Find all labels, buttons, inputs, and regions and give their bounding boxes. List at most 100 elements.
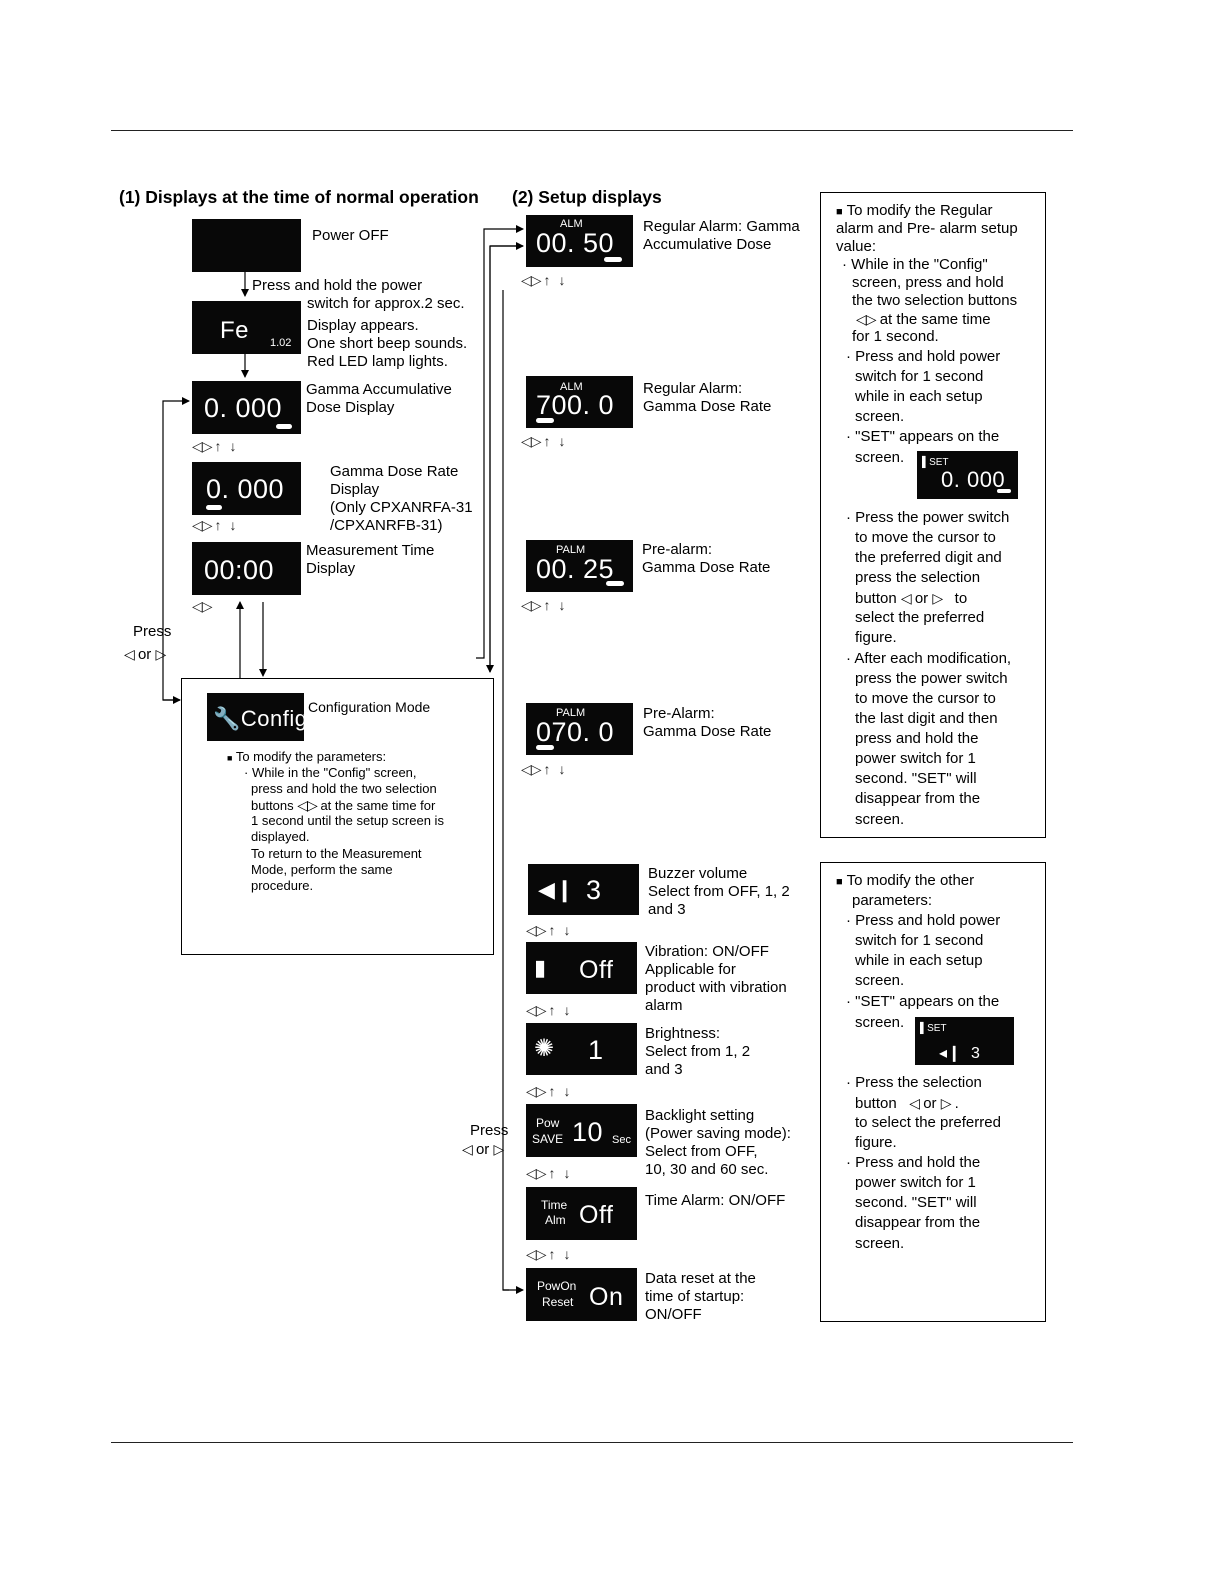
alm-tag: ALM (560, 381, 583, 393)
note1-head-3: value: (836, 238, 877, 255)
selection-buttons-icon: ◁▷ ↑↓ (526, 1165, 570, 1181)
note1-line2: to move the cursor to (855, 690, 996, 707)
time-alarm-value: Off (579, 1201, 614, 1229)
gamma-accumulative-label-2: Dose Display (306, 399, 395, 416)
speaker-icon: ◀❙ (538, 877, 575, 902)
brightness-label-2: Select from 1, 2 (645, 1043, 751, 1060)
selection-buttons-icon: ◁▷ ↑↓ (526, 1002, 570, 1018)
note1-line2: button ◁ or ▷ to (855, 590, 968, 607)
reset-top: PowOn (537, 1279, 577, 1293)
config-note-line: 1 second until the setup screen is (251, 813, 444, 828)
reset-label-2: time of startup: (645, 1288, 745, 1305)
alarm-value: 070. 0 (536, 717, 615, 747)
pre-alarm-label-1: Pre-alarm: (642, 541, 713, 558)
press-hold-line-1: Press and hold the power (252, 277, 423, 294)
gamma-dose-rate-label-2: Display (330, 481, 380, 498)
selection-buttons-icon: ◁▷ ↑↓ (521, 597, 565, 613)
note2-line: · Press and hold power (846, 912, 1001, 929)
set-tag: ▌SET (920, 1023, 947, 1034)
speaker-icon: ◂❙ (939, 1045, 962, 1062)
config-note-line: displayed. (251, 829, 310, 844)
config-note-line: · While in the "Config" screen, (244, 765, 417, 780)
vibration-label-4: alarm (645, 997, 683, 1014)
gamma-dose-rate-label-1: Gamma Dose Rate (330, 463, 459, 480)
cursor-bar (276, 424, 292, 429)
note1-line2: select the preferred (855, 609, 985, 626)
note1-line: the two selection buttons (852, 292, 1018, 309)
note2-line: screen. (855, 1014, 905, 1031)
note1-line: ◁▷ at the same time (856, 311, 991, 328)
note1-line: for 1 second. (852, 328, 939, 345)
note1-line2: screen. (855, 811, 905, 828)
buzzer-label-3: and 3 (648, 901, 686, 918)
reset-value: On (589, 1283, 624, 1311)
bottom-rule (111, 1442, 1073, 1443)
selection-buttons-icon: ◁▷ ↑↓ (526, 1246, 570, 1262)
backlight-value: 10 (572, 1117, 604, 1147)
note1-line2: to move the cursor to (855, 529, 996, 546)
backlight-label-2: (Power saving mode): (645, 1125, 791, 1142)
selection-buttons-icon: ◁▷ ↑↓ (521, 433, 565, 449)
note1-line: screen. (855, 408, 905, 425)
vibration-value: Off (579, 956, 614, 984)
vibration-icon: ▮ (534, 955, 547, 980)
buzzer-label-2: Select from OFF, 1, 2 (648, 883, 790, 900)
regular-alarm-dose-rate-screen: ALM 700. 0 (526, 376, 633, 428)
reset-label-3: ON/OFF (645, 1306, 702, 1323)
note1-line2: power switch for 1 (855, 750, 976, 767)
note1-line2: press and hold the (855, 730, 979, 747)
wrench-icon: 🔧 (213, 706, 241, 731)
measurement-time-value: 00:00 (204, 555, 275, 585)
backlight-label-4: 10, 30 and 60 sec. (645, 1161, 769, 1178)
or-text: or (137, 646, 152, 663)
config-note-line: procedure. (251, 878, 314, 893)
note1-line2: the preferred digit and (855, 549, 1002, 566)
note1-line2: · After each modification, (846, 650, 1012, 667)
gamma-accumulative-value: 0. 000 (204, 393, 283, 423)
backlight-top: Pow (536, 1116, 560, 1130)
selection-buttons-icon: ◁▷ (192, 598, 213, 614)
gamma-accumulative-label-1: Gamma Accumulative (306, 381, 452, 398)
power-off-screen (192, 219, 301, 272)
alarm-value: 00. 25 (536, 554, 615, 584)
buzzer-label-1: Buzzer volume (648, 865, 748, 882)
set-tag: ▌SET (922, 457, 949, 468)
data-reset-screen: PowOn Reset On (526, 1268, 637, 1321)
fe-screen: Fe 1.02 (192, 301, 301, 354)
vibration-label-1: Vibration: ON/OFF (645, 943, 769, 960)
regular-alarm-dose-rate-label-1: Regular Alarm: (643, 380, 743, 397)
note2-line: · "SET" appears on the (846, 993, 1000, 1010)
note2-head-1: ■ To modify the other (836, 872, 975, 889)
note1-line2: · Press the power switch (846, 509, 1010, 526)
pre-alarm-label-2: Gamma Dose Rate (642, 559, 771, 576)
time-alarm-screen: Time Alm Off (526, 1187, 637, 1240)
regular-alarm-accumulative-screen: ALM 00. 50 (526, 215, 633, 267)
note2-line2: second. "SET" will (855, 1194, 977, 1211)
selection-buttons-icon: ◁▷ ↑↓ (526, 922, 570, 938)
alarm-value: 00. 50 (536, 228, 615, 258)
measurement-time-screen: 00:00 (192, 542, 301, 595)
cursor-bar (536, 745, 554, 750)
display-appears-3: Red LED lamp lights. (307, 353, 448, 370)
note1-head-1: ■ To modify the Regular (836, 202, 993, 219)
backlight-unit: Sec (612, 1134, 631, 1146)
setup-press-label: Press (470, 1122, 509, 1139)
config-note-line: To return to the Measurement (251, 846, 422, 861)
note2-line2: disappear from the (855, 1214, 981, 1231)
note1-line2: press the power switch (855, 670, 1008, 687)
selection-buttons-icon: ◁▷ ↑↓ (521, 272, 565, 288)
note2-head-2: parameters: (852, 892, 933, 909)
backlight-screen: Pow SAVE 10 Sec (526, 1104, 637, 1157)
note2-line: switch for 1 second (855, 932, 984, 949)
cursor-bar (606, 581, 624, 586)
backlight-label-1: Backlight setting (645, 1107, 755, 1124)
alarm-setup-note-box (820, 192, 1046, 838)
right-button-icon: ▷ (155, 646, 166, 662)
note2-line2: · Press the selection (846, 1074, 982, 1091)
pre-alarm-screen: PALM 00. 25 (526, 540, 633, 592)
note2-line2: power switch for 1 (855, 1174, 976, 1191)
press-label: Press (133, 623, 172, 640)
fe-version: 1.02 (270, 337, 292, 349)
note2-line2: to select the preferred (855, 1114, 1001, 1131)
cursor-bar (206, 505, 222, 510)
